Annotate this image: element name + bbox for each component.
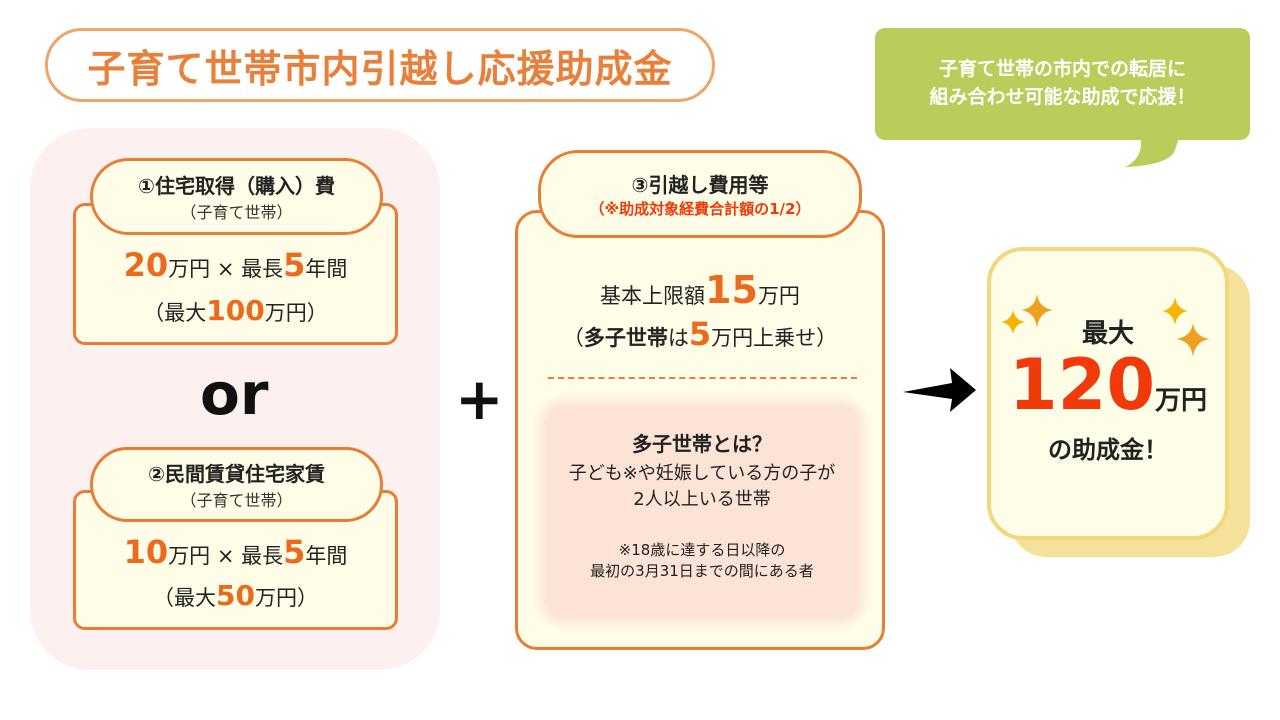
rent-amount-line: 10万円 × 最長5年間 — [123, 533, 348, 571]
page-title: 子育て世帯市内引越し応援助成金 — [45, 28, 715, 102]
dashed-divider — [548, 377, 857, 379]
result-bottom: の助成金！ — [1048, 436, 1168, 464]
purchase-heading-pill: ①住宅取得（購入）費 （子育て世帯） — [90, 158, 383, 235]
moving-note: （※助成対象経費合計額の1/2） — [589, 200, 811, 218]
purchase-max-line: （最大100万円） — [143, 294, 328, 327]
footnote-line-1: ※18歳に達する日以降の — [618, 541, 786, 559]
rent-heading-pill: ②民間賃貸住宅家賃 （子育て世帯） — [90, 447, 383, 522]
definition-line-1: 子ども※や妊娠している方の子が — [568, 463, 836, 484]
moving-extra-line: （多子世帯は5万円上乗せ） — [562, 315, 838, 353]
result-top: 最大 — [1081, 319, 1134, 349]
or-label: or — [200, 360, 269, 428]
bubble-tail-icon — [1120, 135, 1180, 167]
definition-line-2: 2人以上いる世帯 — [633, 489, 771, 510]
moving-heading: ③引越し費用等 — [631, 173, 769, 197]
large-family-definition: 多子世帯とは？ 子ども※や妊娠している方の子が 2人以上いる世帯 ※18歳に達す… — [546, 406, 858, 618]
moving-base-line: 基本上限額15万円 — [600, 268, 800, 312]
moving-heading-pill: ③引越し費用等 （※助成対象経費合計額の1/2） — [538, 150, 862, 238]
purchase-heading: ①住宅取得（購入）費 — [138, 174, 335, 198]
result-amount-line: 120万円 — [1008, 344, 1208, 426]
definition-title: 多子世帯とは？ — [632, 432, 772, 456]
bubble-line-1: 子育て世帯の市内での転居に — [938, 58, 1186, 81]
sparkle-icon — [1001, 294, 1053, 334]
purchase-amount-line: 20万円 × 最長5年間 — [123, 246, 348, 284]
footnote-line-2: 最初の3月31日までの間にある者 — [590, 562, 814, 580]
rent-heading: ②民間賃貸住宅家賃 — [148, 462, 325, 486]
sparkle-icon — [1162, 297, 1210, 357]
arrow-right-icon — [903, 368, 976, 412]
purchase-subheading: （子育て世帯） — [180, 203, 293, 222]
max-subsidy-box: 最大 120万円 の助成金！ — [987, 247, 1229, 540]
rent-subheading: （子育て世帯） — [180, 491, 293, 510]
plus-label: + — [455, 365, 504, 433]
rent-max-line: （最大50万円） — [153, 579, 318, 612]
bubble-line-2: 組み合わせ可能な助成で応援！ — [929, 86, 1196, 108]
moving-subsidy-box: 基本上限額15万円 （多子世帯は5万円上乗せ） 多子世帯とは？ 子ども※や妊娠し… — [515, 210, 885, 650]
speech-bubble: 子育て世帯の市内での転居に 組み合わせ可能な助成で応援！ — [875, 28, 1250, 140]
